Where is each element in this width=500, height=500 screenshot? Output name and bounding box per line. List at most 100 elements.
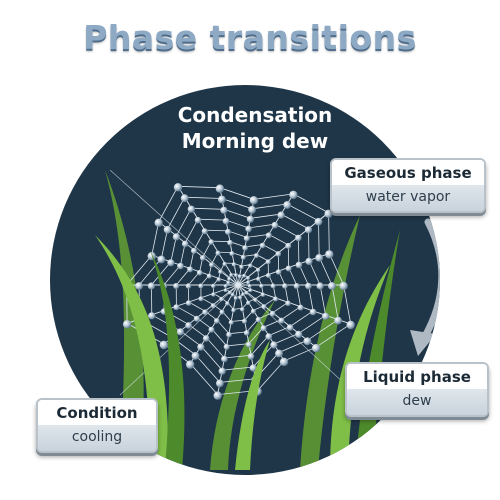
dew-drop <box>334 316 342 325</box>
dew-drop <box>265 273 271 278</box>
dew-drop <box>234 273 238 278</box>
dew-drop <box>219 296 224 302</box>
dew-drop <box>265 232 272 239</box>
dew-drop <box>246 276 251 280</box>
dew-drop <box>285 300 291 307</box>
condition-heading: Condition <box>38 400 156 425</box>
dew-drop <box>261 304 267 310</box>
dew-drop <box>233 296 238 301</box>
dew-drop <box>277 211 285 219</box>
dew-drop <box>285 242 292 249</box>
dew-drop <box>275 251 282 257</box>
dew-drop <box>180 194 189 203</box>
web-anchor-thread <box>237 284 361 399</box>
dew-drop <box>316 282 324 290</box>
subtitle-line-1: Condensation <box>177 103 333 127</box>
dew-drop <box>346 320 355 330</box>
gaseous-phase-card: Gaseous phase water vapor <box>330 158 486 213</box>
dew-drop <box>269 310 276 317</box>
dew-drop <box>238 295 243 300</box>
dew-drop <box>221 355 228 363</box>
dew-drop <box>309 308 317 316</box>
dew-drop <box>223 284 228 288</box>
dew-drop <box>231 262 237 267</box>
dew-drop <box>260 292 266 297</box>
dew-drop <box>230 292 235 297</box>
dew-drop <box>202 309 208 316</box>
condition-detail: cooling <box>38 425 156 451</box>
liquid-phase-detail: dew <box>347 389 487 415</box>
dew-drop <box>275 349 283 358</box>
web-spoke <box>217 284 239 395</box>
dew-drop <box>176 328 184 336</box>
dew-drop <box>265 333 273 340</box>
dew-drop <box>187 205 195 213</box>
dew-drop <box>270 283 276 289</box>
subtitle-line-2: Morning dew <box>181 129 329 153</box>
grass-icon <box>105 170 360 470</box>
dew-drop <box>245 225 252 233</box>
dew-drop <box>147 252 156 261</box>
dew-drop <box>201 228 208 235</box>
gaseous-phase-detail: water vapor <box>332 185 484 211</box>
web-spoke <box>151 254 239 286</box>
dew-drop <box>181 240 189 248</box>
dew-drop <box>215 184 225 193</box>
dew-drop <box>185 283 192 289</box>
dew-drop <box>216 379 224 388</box>
dew-drop <box>279 357 289 367</box>
dew-drop <box>243 235 250 242</box>
dew-drop <box>246 300 251 306</box>
arrow-down-icon <box>410 218 440 356</box>
dew-drop <box>222 261 227 267</box>
dew-drop <box>254 253 259 259</box>
dew-drop <box>278 317 285 324</box>
dew-drop <box>208 239 215 245</box>
dew-drop <box>122 320 132 329</box>
dew-drop <box>215 250 221 256</box>
dew-drop <box>283 201 292 209</box>
dew-drop <box>305 257 313 265</box>
dew-drop <box>314 217 323 226</box>
dew-drop <box>328 282 336 290</box>
dew-drop <box>240 307 245 312</box>
dew-drop <box>187 266 194 273</box>
dew-drop <box>208 326 215 333</box>
dew-drop <box>193 315 200 322</box>
dew-drop <box>198 296 204 302</box>
dew-drop <box>259 242 266 249</box>
dew-drop <box>324 209 333 218</box>
dew-drop <box>218 195 226 204</box>
dew-drop <box>228 320 234 325</box>
dew-drop <box>211 283 216 289</box>
dew-drop <box>265 259 271 265</box>
dew-drop <box>209 262 215 268</box>
dew-drop <box>246 280 251 285</box>
spider-web-icon <box>109 169 376 400</box>
dew-drop <box>223 288 228 293</box>
web-spoke <box>237 253 330 286</box>
dew-drop <box>304 226 313 234</box>
dew-drop <box>186 360 195 369</box>
dew-drop <box>220 206 228 214</box>
dew-drop <box>173 183 183 192</box>
dew-drop <box>246 215 254 223</box>
dew-drop <box>273 296 279 302</box>
dew-drop <box>339 281 348 291</box>
dew-drop <box>214 318 220 324</box>
dew-drop <box>167 259 175 267</box>
dew-drop <box>242 274 247 278</box>
dew-drop <box>239 264 244 270</box>
dew-drop <box>177 262 184 270</box>
web-spoke <box>237 193 294 286</box>
dew-drop <box>249 364 257 372</box>
dew-drop <box>275 269 282 275</box>
dew-drop <box>163 225 172 234</box>
dew-drop <box>206 273 212 279</box>
dew-drop <box>223 343 230 350</box>
dew-drop <box>194 216 202 224</box>
dew-drop <box>295 261 303 269</box>
dew-drop <box>225 228 231 235</box>
dew-drop <box>303 337 312 346</box>
dew-drop <box>229 251 235 257</box>
